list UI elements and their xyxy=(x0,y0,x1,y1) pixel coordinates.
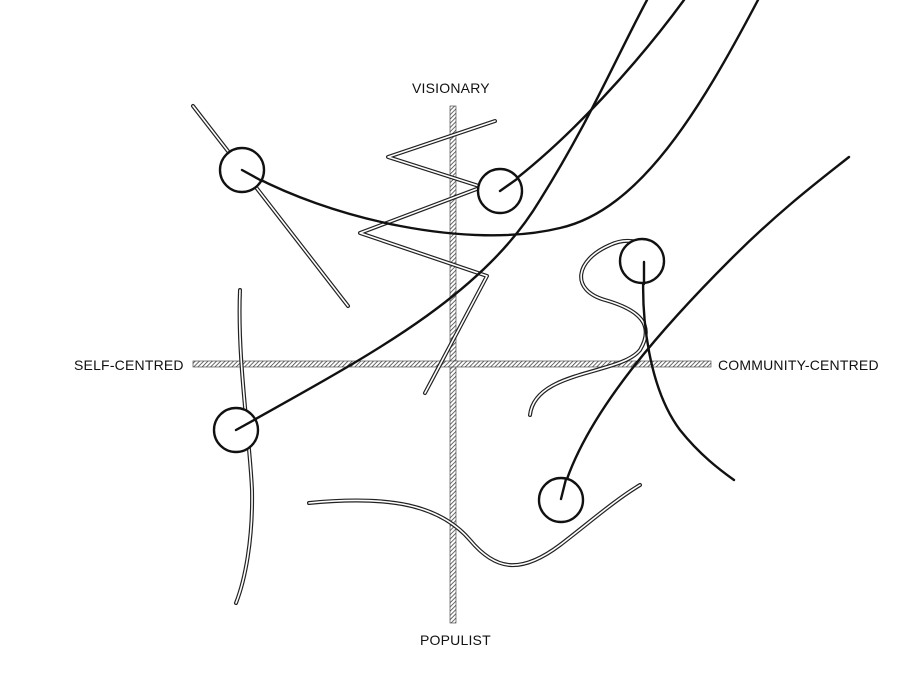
horizontal-axis xyxy=(192,360,712,368)
trajectory-line-5 xyxy=(559,155,851,501)
double-line-zigzag xyxy=(358,119,497,395)
marker-circle-right xyxy=(618,237,666,285)
trajectory-line-2 xyxy=(498,0,686,193)
axis-label-populist: POPULIST xyxy=(420,632,491,648)
trajectory-line-1 xyxy=(240,0,760,237)
double-line-s-curve xyxy=(528,238,652,417)
double-line-bottom-swoosh xyxy=(307,483,642,568)
trajectory-line-3 xyxy=(234,0,649,432)
axis-label-self-centred: SELF-CENTRED xyxy=(74,357,184,373)
axis-label-visionary: VISIONARY xyxy=(412,80,490,96)
double-line-left-vertical xyxy=(234,288,255,605)
double-line-diagonal xyxy=(191,104,350,308)
axis-label-community-centred: COMMUNITY-CENTRED xyxy=(718,357,879,373)
trajectory-line-4 xyxy=(641,260,736,482)
